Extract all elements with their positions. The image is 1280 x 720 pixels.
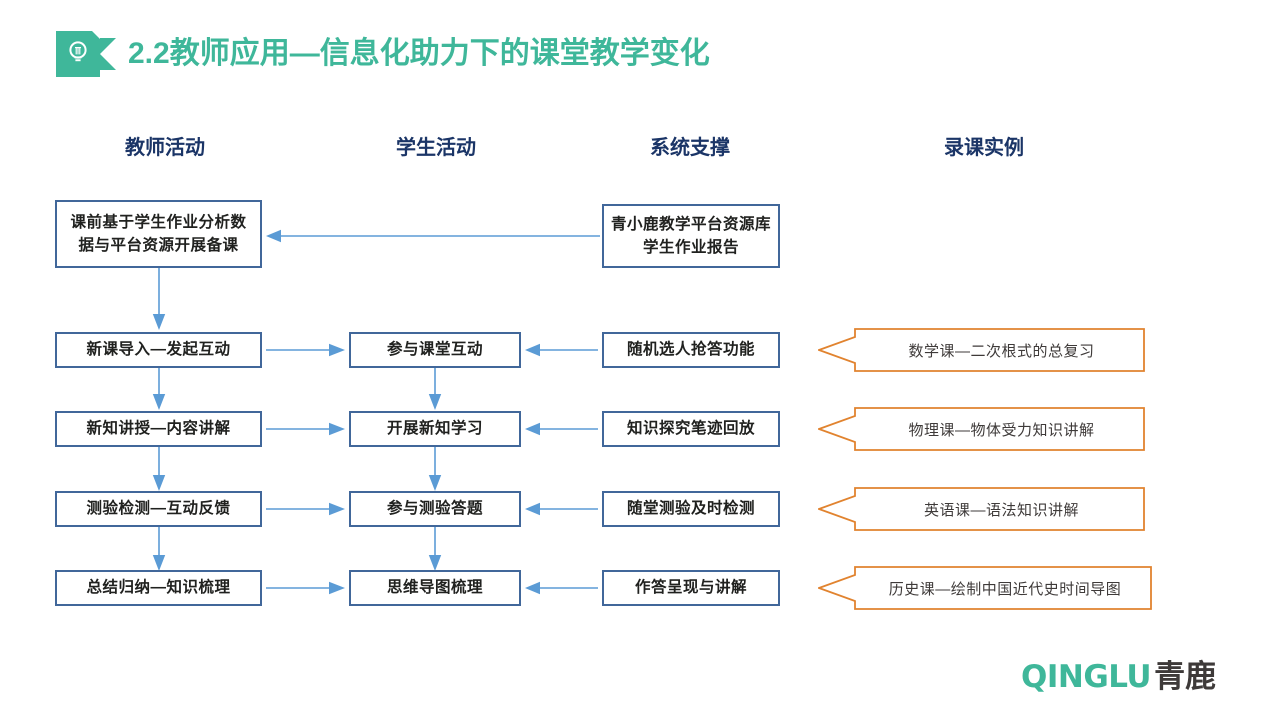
slide-title-row: 2.2教师应用—信息化助力下的课堂教学变化 — [56, 31, 710, 77]
logo-text-cn: 青鹿 — [1154, 659, 1217, 694]
qinglu-logo: QINGLU 青鹿 — [1021, 651, 1216, 695]
system-resource-line2: 学生作业报告 — [642, 239, 739, 256]
example-arrow-2: 物理课—物体受力知识讲解 — [818, 407, 1145, 451]
example-label-1: 数学课—二次根式的总复习 — [908, 342, 1095, 360]
student-step-4: 思维导图梳理 — [349, 570, 521, 606]
arrow-resource-to-prep — [266, 229, 600, 243]
arrow-teacher2-to-teacher3 — [152, 447, 166, 491]
system-step-1: 随机选人抢答功能 — [602, 332, 780, 368]
logo-text-en: QINGLU — [1021, 659, 1152, 695]
lightbulb-flag-icon — [56, 31, 118, 77]
system-resource-line1: 青小鹿教学平台资源库 — [610, 215, 771, 233]
arrow-teacher2-to-student2 — [266, 422, 345, 436]
student-step-1: 参与课堂互动 — [349, 332, 521, 368]
page-title: 2.2教师应用—信息化助力下的课堂教学变化 — [128, 37, 710, 70]
arrow-teacher1-to-student1 — [266, 343, 345, 357]
system-step-2: 知识探究笔迹回放 — [602, 411, 780, 447]
arrow-student2-to-student3 — [428, 447, 442, 491]
column-header-teacher: 教师活动 — [125, 137, 205, 159]
arrow-teacher3-to-student3 — [266, 502, 345, 516]
teacher-prep-box: 课前基于学生作业分析数 据与平台资源开展备课 — [55, 200, 262, 268]
arrow-system4-to-student4 — [525, 581, 598, 595]
arrow-teacher4-to-student4 — [266, 581, 345, 595]
example-label-4: 历史课—绘制中国近代史时间导图 — [888, 580, 1122, 598]
column-header-example: 录课实例 — [944, 137, 1024, 159]
student-step-2: 开展新知学习 — [349, 411, 521, 447]
arrow-system1-to-student1 — [525, 343, 598, 357]
teacher-prep-line2: 据与平台资源开展备课 — [78, 237, 239, 254]
block-arrow-left-shape — [818, 328, 1145, 372]
student-step-3: 参与测验答题 — [349, 491, 521, 527]
example-arrow-1: 数学课—二次根式的总复习 — [818, 328, 1145, 372]
column-header-student: 学生活动 — [396, 137, 476, 159]
arrow-teacher3-to-teacher4 — [152, 527, 166, 571]
block-arrow-left-shape — [818, 566, 1152, 610]
block-arrow-left-shape — [818, 487, 1145, 531]
teacher-step-1: 新课导入—发起互动 — [55, 332, 262, 368]
example-arrow-4: 历史课—绘制中国近代史时间导图 — [818, 566, 1152, 610]
arrow-system3-to-student3 — [525, 502, 598, 516]
teacher-step-2: 新知讲授—内容讲解 — [55, 411, 262, 447]
example-label-2: 物理课—物体受力知识讲解 — [908, 421, 1095, 439]
teacher-step-4: 总结归纳—知识梳理 — [55, 570, 262, 606]
arrow-prep-to-step1 — [152, 268, 166, 330]
teacher-prep-line1: 课前基于学生作业分析数 — [70, 213, 247, 231]
arrow-student1-to-student2 — [428, 368, 442, 410]
block-arrow-left-shape — [818, 407, 1145, 451]
teacher-step-3: 测验检测—互动反馈 — [55, 491, 262, 527]
example-arrow-3: 英语课—语法知识讲解 — [818, 487, 1145, 531]
lightbulb-glyph — [69, 41, 87, 62]
system-step-4: 作答呈现与讲解 — [602, 570, 780, 606]
arrow-student3-to-student4 — [428, 527, 442, 571]
arrow-system2-to-student2 — [525, 422, 598, 436]
system-step-3: 随堂测验及时检测 — [602, 491, 780, 527]
example-label-3: 英语课—语法知识讲解 — [923, 501, 1079, 519]
column-header-system: 系统支撑 — [650, 137, 730, 159]
system-resource-box: 青小鹿教学平台资源库 学生作业报告 — [602, 204, 780, 268]
arrow-teacher1-to-teacher2 — [152, 368, 166, 410]
